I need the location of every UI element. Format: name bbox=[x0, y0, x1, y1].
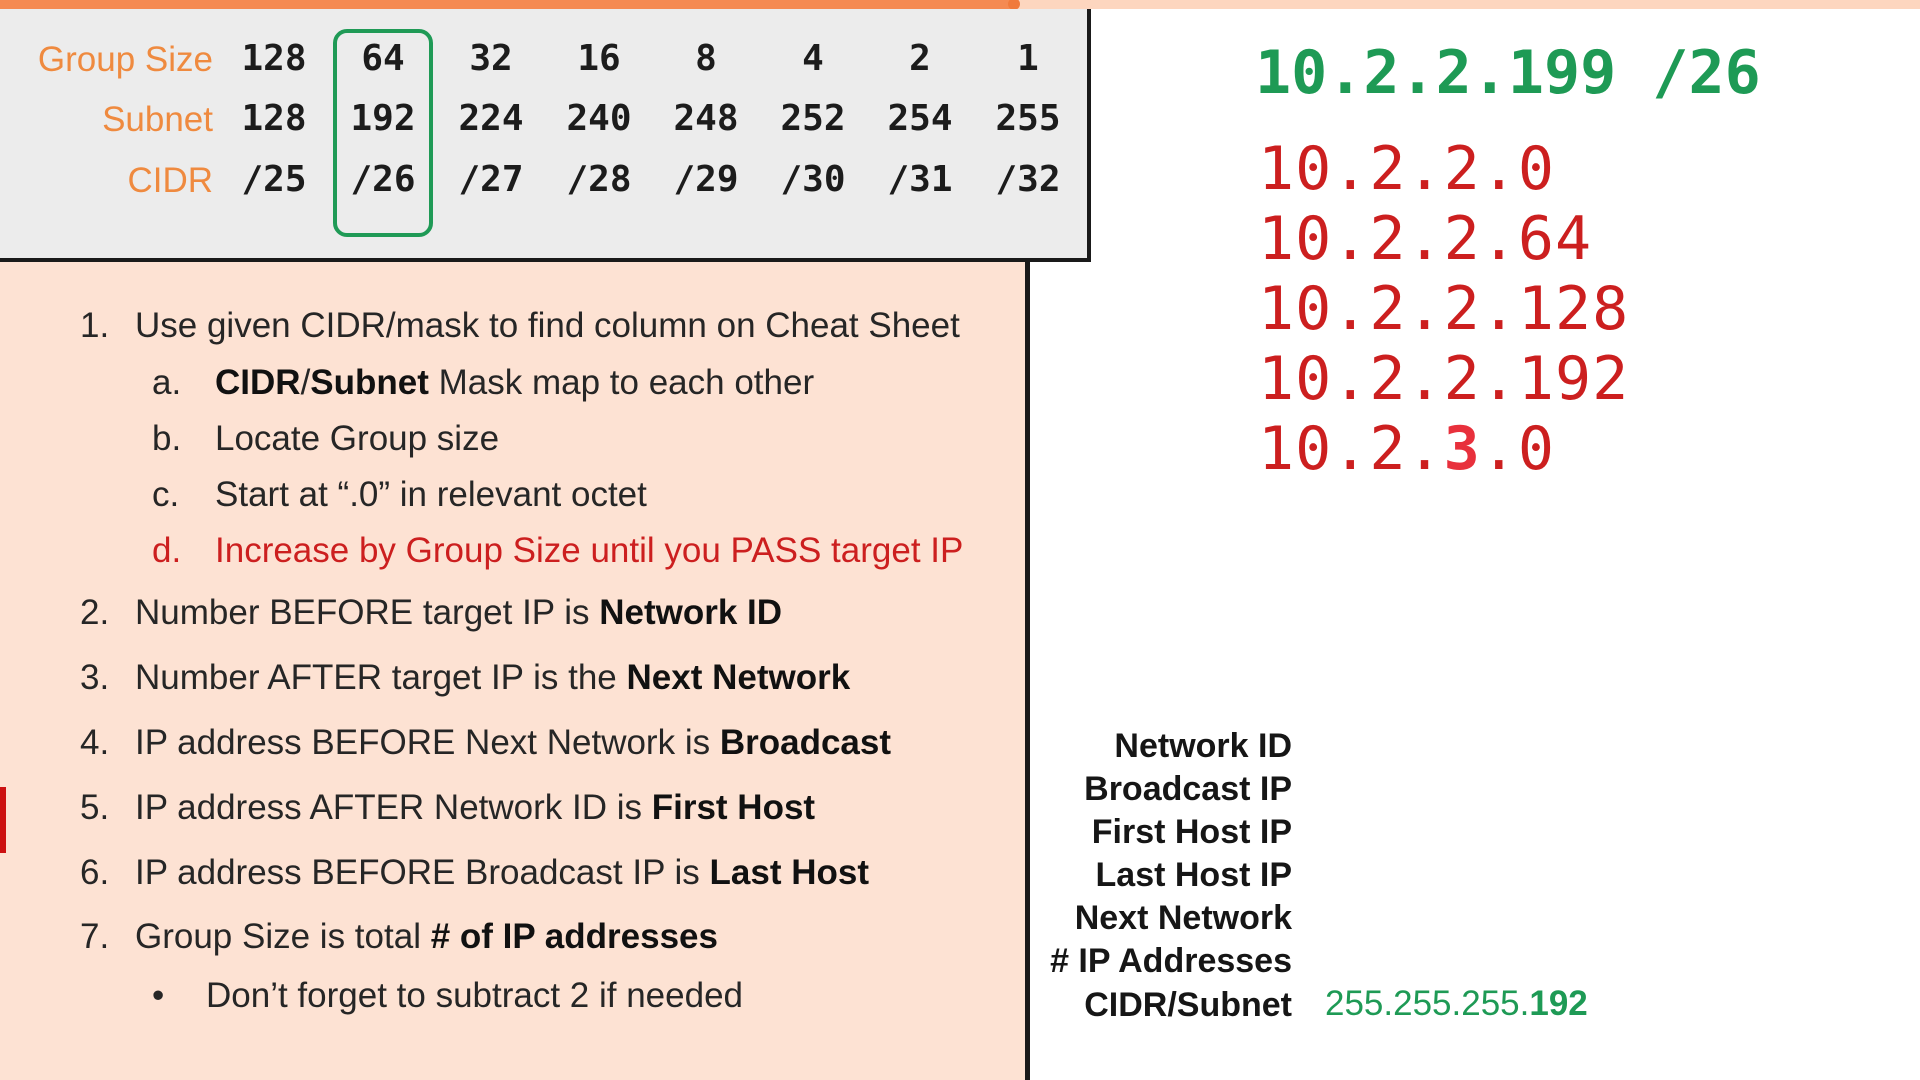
step-bold: Next Network bbox=[626, 658, 851, 697]
step-number: 1. bbox=[80, 306, 110, 345]
cell-subnet-3: 240 bbox=[566, 98, 632, 139]
network-line-next: 10.2.3.0 bbox=[1258, 414, 1555, 484]
step-bold-2: Subnet bbox=[310, 363, 429, 402]
cell-subnet-6: 254 bbox=[887, 98, 953, 139]
step-text: CIDR/Subnet Mask map to each other bbox=[215, 363, 814, 403]
step-text: Increase by Group Size until you PASS ta… bbox=[215, 531, 964, 570]
step-text: Locate Group size bbox=[215, 419, 500, 458]
step-text: IP address AFTER Network ID is First Hos… bbox=[135, 788, 815, 828]
step-text: Number AFTER target IP is the Next Netwo… bbox=[135, 658, 850, 698]
next-network-label: Next Network bbox=[1074, 899, 1292, 937]
step-rest: IP address BEFORE Next Network is bbox=[135, 723, 720, 762]
cell-group-size-2: 32 bbox=[469, 38, 513, 79]
highlighted-column bbox=[333, 29, 433, 237]
cell-cidr-5: /30 bbox=[780, 159, 846, 200]
bullet: • bbox=[152, 976, 165, 1015]
cell-cidr-7: /32 bbox=[995, 159, 1061, 200]
network-line: 10.2.2.128 bbox=[1258, 274, 1630, 344]
step-bold: Last Host bbox=[709, 853, 869, 892]
subnet-mask-value: 255.255.255.192 bbox=[1325, 984, 1588, 1024]
step-text: IP address BEFORE Next Network is Broadc… bbox=[135, 723, 891, 763]
step-rest: IP address BEFORE Broadcast IP is bbox=[135, 853, 710, 892]
progress-handle[interactable] bbox=[1007, 0, 1020, 10]
step-text: Group Size is total # of IP addresses bbox=[135, 917, 718, 957]
step-number: 7. bbox=[80, 917, 110, 956]
step-text: Start at “.0” in relevant octet bbox=[215, 475, 647, 514]
progress-fill bbox=[0, 0, 1014, 9]
cell-subnet-7: 255 bbox=[995, 98, 1061, 139]
row-label-cidr: CIDR bbox=[127, 161, 213, 200]
cidr-subnet-label: CIDR/Subnet bbox=[1084, 986, 1292, 1024]
row-label-group-size: Group Size bbox=[37, 40, 213, 79]
network-prefix: 10.2. bbox=[1258, 414, 1444, 484]
step-bold: CIDR bbox=[215, 363, 301, 402]
cell-cidr-4: /29 bbox=[673, 159, 739, 200]
cell-subnet-4: 248 bbox=[673, 98, 739, 139]
step-number: 2. bbox=[80, 593, 110, 632]
cheat-sheet-table bbox=[0, 9, 1091, 262]
step-text: IP address BEFORE Broadcast IP is Last H… bbox=[135, 853, 869, 893]
cell-cidr-1: /26 bbox=[350, 159, 416, 200]
cell-group-size-1: 64 bbox=[361, 38, 405, 79]
network-line: 10.2.2.0 bbox=[1258, 134, 1555, 204]
last-host-ip-label: Last Host IP bbox=[1095, 856, 1292, 894]
step-number: c. bbox=[152, 475, 180, 514]
step-rest: Mask map to each other bbox=[428, 363, 815, 402]
first-host-ip-label: First Host IP bbox=[1091, 813, 1292, 851]
step-text: Don’t forget to subtract 2 if needed bbox=[206, 976, 743, 1015]
step-rest: Number AFTER target IP is the bbox=[135, 658, 627, 697]
current-step-marker bbox=[0, 787, 6, 853]
network-line: 10.2.2.64 bbox=[1258, 204, 1593, 274]
cell-group-size-4: 8 bbox=[695, 38, 717, 79]
step-bold: First Host bbox=[651, 788, 816, 827]
step-number: 6. bbox=[80, 853, 110, 892]
cell-group-size-0: 128 bbox=[241, 38, 307, 79]
cell-group-size-5: 4 bbox=[802, 38, 824, 79]
step-number: d. bbox=[152, 531, 182, 570]
cell-cidr-2: /27 bbox=[458, 159, 524, 200]
step-rest: IP address AFTER Network ID is bbox=[135, 788, 652, 827]
network-line: 10.2.2.192 bbox=[1258, 344, 1630, 414]
network-highlight-octet: 3 bbox=[1443, 414, 1481, 484]
network-id-label: Network ID bbox=[1114, 727, 1292, 765]
step-rest: Group Size is total bbox=[135, 917, 431, 956]
step-slash: / bbox=[300, 363, 311, 402]
cell-subnet-0: 128 bbox=[241, 98, 307, 139]
broadcast-ip-label: Broadcast IP bbox=[1084, 770, 1292, 808]
step-bold: # of IP addresses bbox=[430, 917, 718, 956]
step-bold: Network ID bbox=[599, 593, 783, 632]
cell-group-size-3: 16 bbox=[577, 38, 621, 79]
cell-subnet-5: 252 bbox=[780, 98, 846, 139]
cell-cidr-0: /25 bbox=[241, 159, 307, 200]
subnet-last-octet: 192 bbox=[1529, 984, 1588, 1023]
cell-group-size-7: 1 bbox=[1017, 38, 1039, 79]
target-ip: 10.2.2.199 /26 bbox=[1255, 38, 1761, 108]
cell-group-size-6: 2 bbox=[909, 38, 931, 79]
step-number: 3. bbox=[80, 658, 110, 697]
instructions-panel: 1. Use given CIDR/mask to find column on… bbox=[0, 262, 1030, 1080]
step-number: b. bbox=[152, 419, 182, 458]
row-label-subnet: Subnet bbox=[102, 100, 213, 139]
step-rest: Number BEFORE target IP is bbox=[135, 593, 600, 632]
step-number: a. bbox=[152, 363, 182, 402]
network-suffix: .0 bbox=[1480, 414, 1555, 484]
step-text: Use given CIDR/mask to find column on Ch… bbox=[135, 306, 960, 345]
cell-subnet-2: 224 bbox=[458, 98, 524, 139]
cell-cidr-3: /28 bbox=[566, 159, 632, 200]
step-text: Number BEFORE target IP is Network ID bbox=[135, 593, 782, 633]
cell-cidr-6: /31 bbox=[887, 159, 953, 200]
subnet-prefix: 255.255.255. bbox=[1325, 984, 1530, 1023]
step-number: 5. bbox=[80, 788, 110, 827]
ip-addresses-label: # IP Addresses bbox=[1050, 942, 1292, 980]
step-bold: Broadcast bbox=[719, 723, 891, 762]
cell-subnet-1: 192 bbox=[350, 98, 416, 139]
progress-bar[interactable] bbox=[0, 0, 1920, 10]
step-number: 4. bbox=[80, 723, 110, 762]
